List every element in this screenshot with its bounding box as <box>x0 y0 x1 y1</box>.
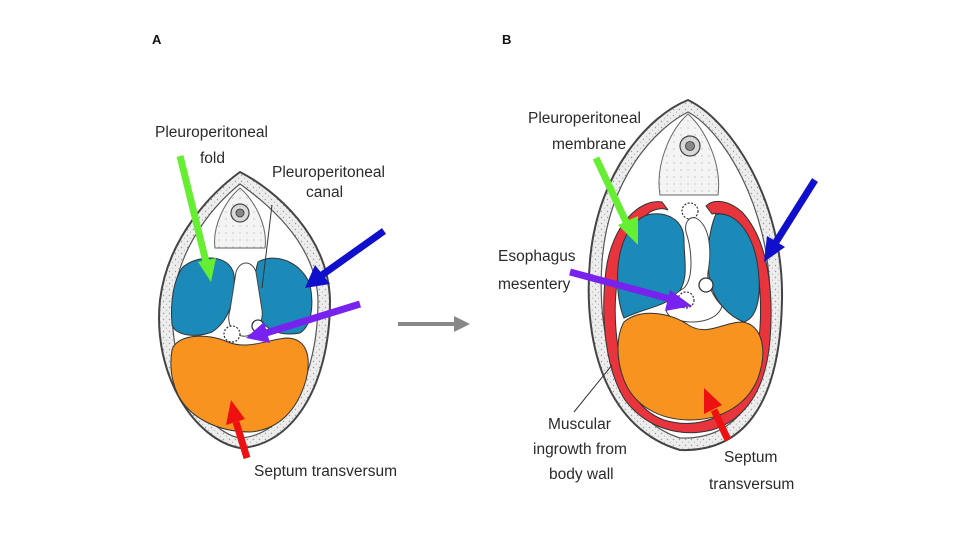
panel-b-blue-arrow <box>764 178 818 262</box>
panel-b-muscular-label-line3: body wall <box>549 466 614 483</box>
panel-b-muscular-label-line1: Muscular <box>548 416 611 433</box>
panel-b-purple-arrow <box>569 268 692 311</box>
panel-b-membrane-label-line2: membrane <box>552 136 626 153</box>
panel-b-esoph-label-line1: Esophagus <box>498 248 576 265</box>
panel-a-canal-pointer <box>261 204 273 289</box>
panel-a-canal-label-line1: Pleuroperitoneal <box>272 164 385 181</box>
panel-b-aorta <box>681 202 699 220</box>
right-arrow-icon <box>398 316 470 332</box>
panel-b-membrane-label-line1: Pleuroperitoneal <box>528 110 641 127</box>
panel-a-blue-arrow <box>305 228 387 288</box>
panel-a-septum-label: Septum transversum <box>254 463 397 480</box>
panel-a-letter: A <box>152 32 162 47</box>
panel-b-septum-label-line2: transversum <box>709 476 794 493</box>
panel-a-canal-label-line2: canal <box>306 184 343 201</box>
panel-a-left-pleural-cavity <box>171 257 235 336</box>
panel-a: A Pleuroperitoneal fold Pleuroperitoneal… <box>152 32 397 480</box>
panel-b-septum-transversum <box>617 312 764 421</box>
panel-a-green-arrow <box>176 155 216 282</box>
panel-b-muscular-ingrowth <box>603 201 772 434</box>
panel-b: B Pleuroperitoneal membrane Esophagus me… <box>498 32 818 493</box>
panel-b-muscular-pointer <box>573 364 613 413</box>
panel-b-red-arrow <box>704 388 732 442</box>
panel-a-red-arrow <box>226 400 251 460</box>
panel-b-green-arrow <box>592 156 638 245</box>
panel-b-spinal-cord <box>685 141 695 151</box>
panel-b-esoph-label-line2: mesentery <box>498 276 571 293</box>
panel-b-vessel <box>698 277 714 293</box>
panel-a-esophagus <box>223 325 241 343</box>
panel-b-letter: B <box>502 32 511 47</box>
panel-a-spinal-cord <box>235 208 245 218</box>
panel-b-septum-label-line1: Septum <box>724 449 777 466</box>
panel-a-fold-label-line2: fold <box>200 150 225 167</box>
panel-a-fold-label-line1: Pleuroperitoneal <box>155 124 268 141</box>
panel-a-purple-arrow <box>246 300 362 343</box>
panel-a-septum-transversum <box>170 335 309 433</box>
panel-b-muscular-label-line2: ingrowth from <box>533 441 627 458</box>
